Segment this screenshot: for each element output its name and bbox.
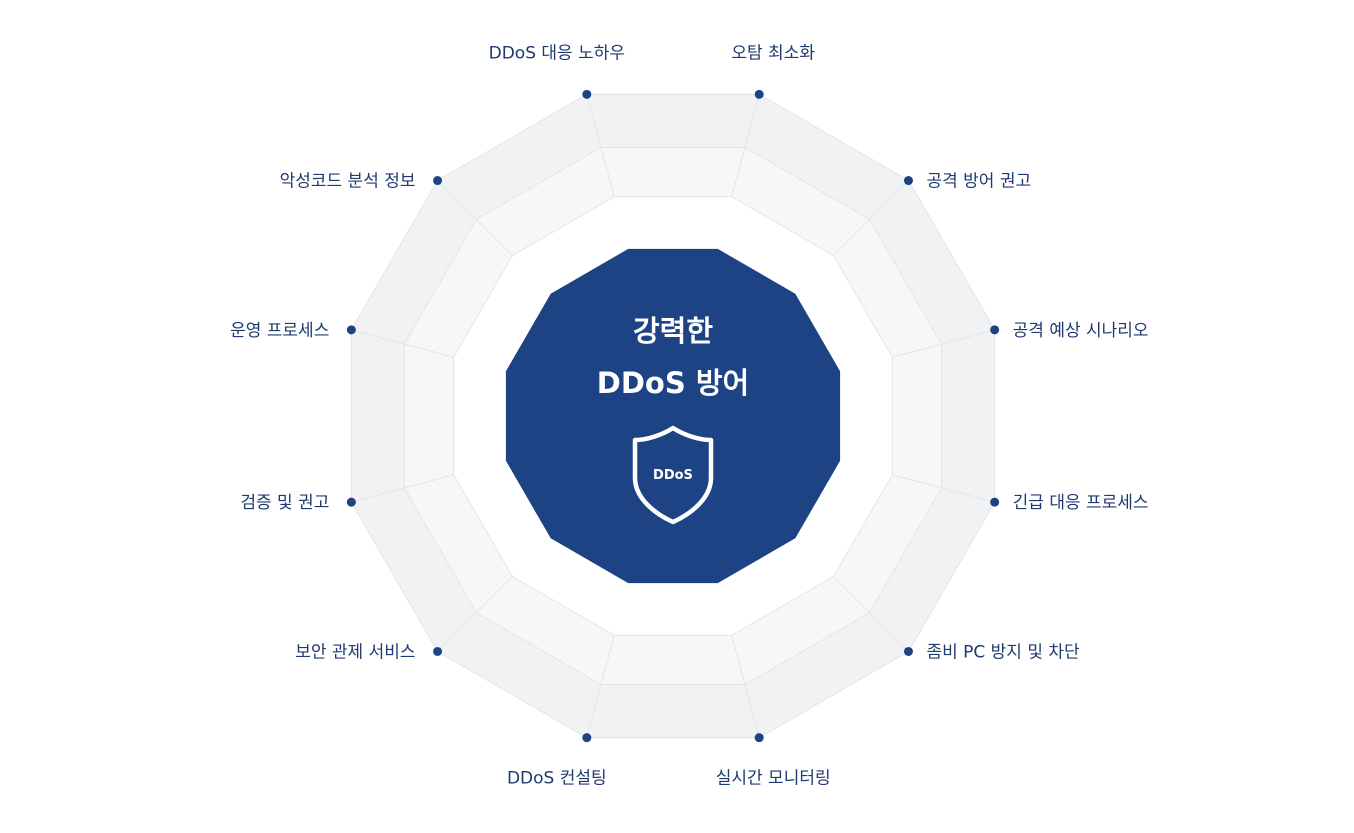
spoke-item-ddos-consulting: DDoS 컨설팅: [507, 733, 607, 789]
spoke-divider: [892, 474, 995, 503]
spoke-item-ddos-response-knowhow: DDoS 대응 노하우: [489, 43, 625, 99]
spoke-item-attack-defense-advice: 공격 방어 권고: [903, 172, 1031, 192]
spoke-label: DDoS 컨설팅: [507, 769, 607, 789]
spoke-dot: [990, 497, 1000, 507]
spoke-label: 운영 프로세스: [230, 321, 329, 341]
spoke-divider: [586, 94, 615, 197]
spoke-label: 악성코드 분석 정보: [280, 172, 416, 192]
spoke-item-malware-analysis-info: 악성코드 분석 정보: [280, 172, 443, 192]
spoke-divider: [437, 576, 513, 652]
spoke-lines: [351, 94, 995, 738]
spoke-divider: [586, 635, 615, 738]
spoke-dot: [990, 325, 1000, 335]
spoke-label: 좀비 PC 방지 및 차단: [926, 642, 1080, 662]
spoke-dot: [903, 176, 913, 186]
spoke-item-zombie-pc-prevention: 좀비 PC 방지 및 차단: [903, 642, 1080, 662]
spoke-item-realtime-monitoring: 실시간 모니터링: [716, 733, 831, 789]
spoke-label: 공격 예상 시나리오: [1013, 321, 1149, 341]
center-title-line2: DDoS 방어: [597, 366, 749, 400]
spoke-dot: [582, 89, 592, 99]
spoke-dot: [582, 733, 592, 743]
spoke-label: 공격 방어 권고: [926, 172, 1031, 192]
spoke-divider: [833, 576, 909, 652]
spoke-item-emergency-response-process: 긴급 대응 프로세스: [990, 493, 1149, 513]
spoke-dot: [433, 646, 443, 656]
spoke-dot: [903, 646, 913, 656]
core-dodecagon: [505, 248, 841, 584]
spoke-dot: [346, 325, 356, 335]
spoke-label: 보안 관제 서비스: [295, 642, 415, 662]
spoke-divider: [731, 635, 760, 738]
spoke-divider: [731, 94, 760, 197]
spoke-divider: [437, 180, 513, 256]
spoke-divider: [892, 329, 995, 358]
spoke-dot: [433, 176, 443, 186]
spoke-divider: [351, 474, 454, 503]
spoke-item-verification-advice: 검증 및 권고: [240, 493, 356, 513]
shield-badge-label: DDoS: [653, 468, 693, 483]
spoke-label: 실시간 모니터링: [716, 769, 831, 789]
spoke-label: 긴급 대응 프로세스: [1013, 493, 1149, 513]
spoke-item-operation-process: 운영 프로세스: [230, 321, 356, 341]
spoke-label: DDoS 대응 노하우: [489, 43, 625, 63]
spoke-label: 검증 및 권고: [240, 493, 329, 513]
spoke-item-security-monitoring-service: 보안 관제 서비스: [295, 642, 443, 662]
center-title-line1: 강력한: [633, 314, 713, 348]
spoke-dot: [346, 497, 356, 507]
spoke-item-minimize-false-detection: 오탐 최소화: [731, 43, 815, 99]
spoke-divider: [351, 329, 454, 358]
spoke-divider: [833, 180, 909, 256]
spoke-dot: [754, 733, 764, 743]
spoke-label: 오탐 최소화: [731, 43, 815, 63]
spoke-dot: [754, 89, 764, 99]
shield-icon: DDoS: [632, 425, 714, 525]
spoke-item-attack-scenario: 공격 예상 시나리오: [990, 321, 1149, 341]
